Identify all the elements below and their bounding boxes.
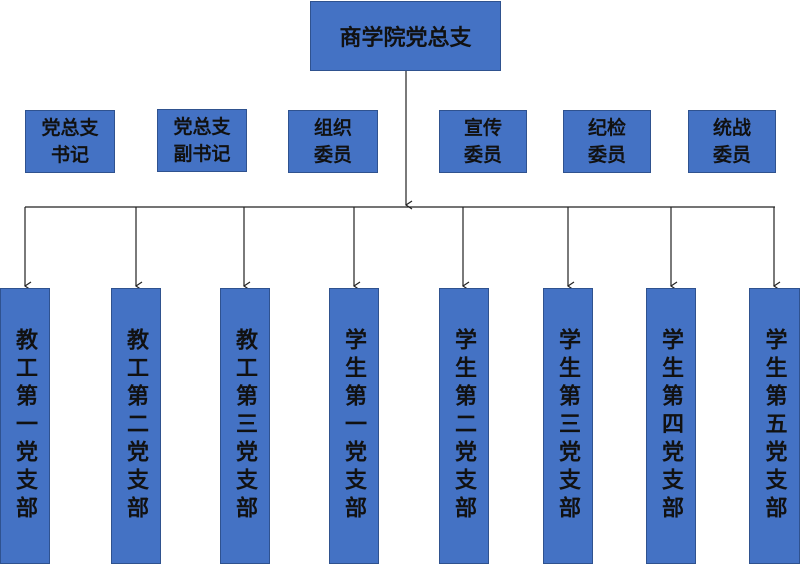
committee-label: 副书记 — [173, 142, 231, 165]
branch-node: 学生第三党支部 — [543, 288, 593, 564]
committee-label: 党总支 — [41, 116, 99, 139]
branch-label: 学生第二党支部 — [451, 328, 477, 524]
committee-label: 委员 — [712, 143, 751, 166]
branch-label: 学生第一党支部 — [341, 328, 367, 524]
branch-label: 教工第三党支部 — [232, 328, 258, 524]
committee-label: 书记 — [50, 143, 89, 166]
branch-label: 教工第二党支部 — [123, 328, 149, 524]
branch-label: 学生第三党支部 — [555, 328, 581, 524]
committee-organization: 组织委员 — [288, 110, 378, 173]
branch-node: 教工第三党支部 — [220, 288, 270, 564]
committee-secretary: 党总支书记 — [25, 110, 115, 173]
committee-label: 委员 — [313, 143, 352, 166]
branch-node: 学生第五党支部 — [749, 288, 800, 564]
committee-label: 党总支 — [173, 115, 231, 138]
committee-deputy-secretary: 党总支副书记 — [157, 109, 247, 172]
branch-label: 学生第五党支部 — [761, 328, 788, 524]
committee-label: 纪检 — [587, 116, 626, 139]
root-label: 商学院党总支 — [339, 25, 472, 51]
committee-label: 宣传 — [463, 116, 502, 139]
committee-publicity: 宣传委员 — [439, 110, 527, 173]
branch-node: 学生第一党支部 — [329, 288, 379, 564]
branch-node: 学生第四党支部 — [646, 288, 696, 564]
branch-label: 学生第四党支部 — [658, 328, 684, 524]
committee-united-front: 统战委员 — [688, 110, 776, 173]
root-node-party-general-branch: 商学院党总支 — [310, 1, 501, 71]
committee-discipline: 纪检委员 — [563, 110, 651, 173]
committee-label: 委员 — [587, 143, 626, 166]
branch-node: 教工第二党支部 — [111, 288, 161, 564]
branch-label: 教工第一党支部 — [12, 328, 38, 524]
branch-node: 学生第二党支部 — [439, 288, 489, 564]
committee-label: 组织 — [313, 116, 352, 139]
committee-label: 委员 — [463, 143, 502, 166]
branch-node: 教工第一党支部 — [0, 288, 50, 564]
committee-label: 统战 — [712, 116, 751, 139]
